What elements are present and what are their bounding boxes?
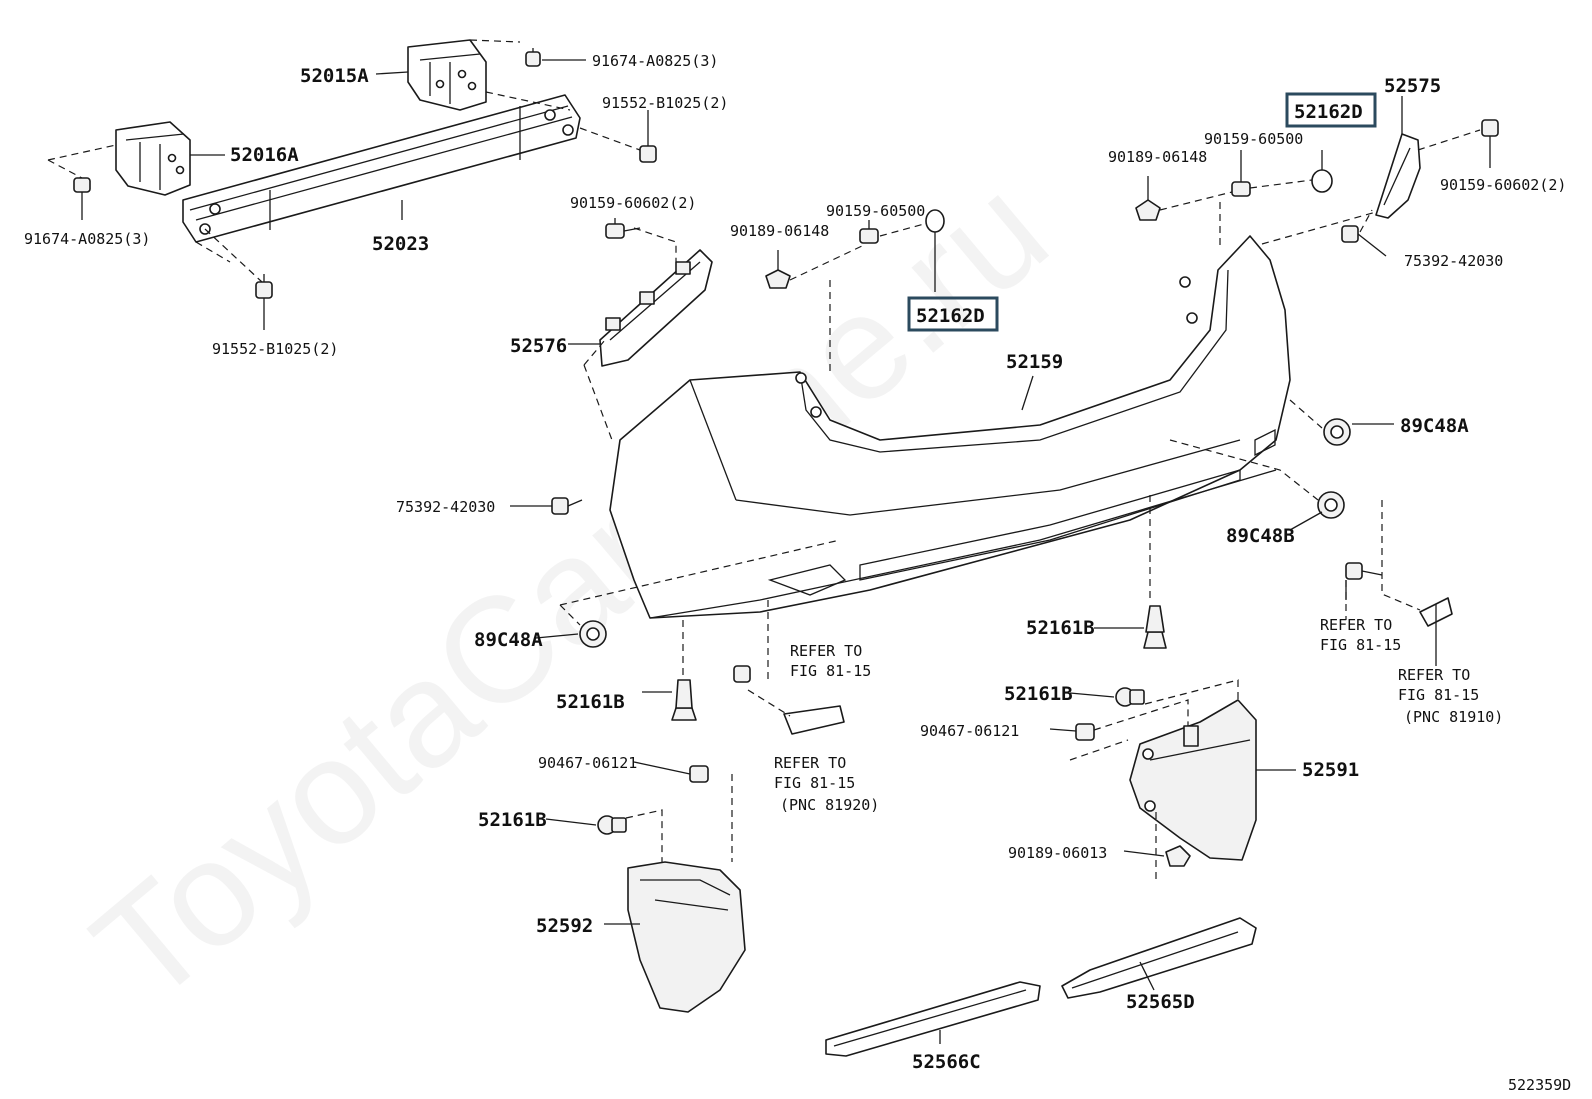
reflector-strip-52565D[interactable] <box>1061 917 1257 999</box>
screw-90159-60500-mid[interactable] <box>859 228 879 244</box>
label-89C48A-left: 89C48A <box>474 629 543 651</box>
label-90159-60602-left: 90159-60602(2) <box>570 194 696 212</box>
label-52015A: 52015A <box>300 65 369 87</box>
screw-90159-60602-left[interactable] <box>605 223 641 239</box>
screw-refer-right[interactable] <box>1345 562 1383 580</box>
bolt-91552-bottom[interactable] <box>255 274 273 299</box>
note-refer-right-a-line2: FIG 81-15 <box>1320 636 1401 654</box>
label-52591: 52591 <box>1302 759 1359 781</box>
label-52161B-left: 52161B <box>556 691 625 713</box>
clip-90189-06013[interactable] <box>1165 845 1191 867</box>
mudguard-52592[interactable] <box>627 861 746 1013</box>
label-52161B-center: 52161B <box>1026 617 1095 639</box>
retainer-52575[interactable] <box>1375 96 1421 219</box>
screw-90159-60500-right[interactable] <box>1231 150 1251 197</box>
note-refer-center-line2: FIG 81-15 <box>790 662 871 680</box>
bracket-52015A[interactable] <box>407 39 487 111</box>
label-52592: 52592 <box>536 915 593 937</box>
clip-52161B-center[interactable] <box>1143 605 1167 649</box>
bolt-91552-top[interactable] <box>639 118 657 163</box>
label-90189-06148-mid: 90189-06148 <box>730 222 829 240</box>
clip-52161B-left[interactable] <box>671 679 697 721</box>
label-90467-left: 90467-06121 <box>538 754 637 772</box>
screw-75392-right[interactable] <box>1341 225 1359 243</box>
clip-52161B-right[interactable] <box>1115 687 1145 707</box>
clip-90189-06148-right[interactable] <box>1135 176 1161 221</box>
note-refer-left-line1: REFER TO <box>774 754 846 772</box>
label-90467-right: 90467-06121 <box>920 722 1019 740</box>
label-91552-bottom: 91552-B1025(2) <box>212 340 338 358</box>
label-90159-60602-right: 90159-60602(2) <box>1440 176 1566 194</box>
bumper-cover-52159[interactable] <box>609 235 1291 619</box>
reflector-strip-52566C[interactable] <box>825 981 1041 1057</box>
label-90159-60500-right: 90159-60500 <box>1204 130 1303 148</box>
highlight-box-52162D-right <box>1285 92 1377 128</box>
screw-90159-60602-right[interactable] <box>1481 119 1499 168</box>
label-52161B-lower: 52161B <box>478 809 547 831</box>
reflector-left[interactable] <box>783 705 845 735</box>
label-52576: 52576 <box>510 335 567 357</box>
label-75392-left: 75392-42030 <box>396 498 495 516</box>
label-90189-06013: 90189-06013 <box>1008 844 1107 862</box>
label-52161B-right: 52161B <box>1004 683 1073 705</box>
label-52016A: 52016A <box>230 144 299 166</box>
bolt-91674-top[interactable] <box>525 48 541 67</box>
figure-id: 522359D <box>1508 1076 1571 1094</box>
nut-89C48A-left[interactable] <box>579 620 607 648</box>
label-75392-right: 75392-42030 <box>1404 252 1503 270</box>
label-52159: 52159 <box>1006 351 1063 373</box>
label-91674-left: 91674-A0825(3) <box>24 230 150 248</box>
nut-89C48B[interactable] <box>1317 491 1345 519</box>
note-refer-right-a-line1: REFER TO <box>1320 616 1392 634</box>
nut-90467-right[interactable] <box>1075 723 1095 741</box>
label-91674-top: 91674-A0825(3) <box>592 52 718 70</box>
bracket-52016A[interactable] <box>115 121 191 196</box>
label-52566C: 52566C <box>912 1051 981 1073</box>
label-89C48A-right: 89C48A <box>1400 415 1469 437</box>
note-refer-right-b-pnc: (PNC 81910) <box>1404 708 1503 726</box>
label-52162D-right: 52162D <box>1294 101 1363 123</box>
label-89C48B: 89C48B <box>1226 525 1295 547</box>
bolt-91674-left[interactable] <box>73 177 91 204</box>
screw-refer-left[interactable] <box>733 665 751 683</box>
clip-90189-06148-mid[interactable] <box>765 269 791 289</box>
label-90189-06148-right: 90189-06148 <box>1108 148 1207 166</box>
label-91552-top: 91552-B1025(2) <box>602 94 728 112</box>
label-52162D-mid: 52162D <box>916 305 985 327</box>
label-52565D: 52565D <box>1126 991 1195 1013</box>
highlight-box-52162D-mid <box>907 296 999 332</box>
mudguard-52591[interactable] <box>1129 699 1257 861</box>
note-refer-right-b-line2: FIG 81-15 <box>1398 686 1479 704</box>
note-refer-left-pnc: (PNC 81920) <box>780 796 879 814</box>
label-52575: 52575 <box>1384 75 1441 97</box>
watermark: ToyotaCarMine.ru <box>63 145 1078 1035</box>
retainer-52576[interactable] <box>599 249 713 367</box>
cap-52162D-mid[interactable] <box>925 209 945 233</box>
nut-90467-left[interactable] <box>689 765 709 783</box>
note-refer-left-line2: FIG 81-15 <box>774 774 855 792</box>
label-52023: 52023 <box>372 233 429 255</box>
label-90159-60500-mid: 90159-60500 <box>826 202 925 220</box>
clip-52161B-lower[interactable] <box>597 815 627 835</box>
cap-52162D-right[interactable] <box>1311 150 1333 193</box>
note-refer-right-b-line1: REFER TO <box>1398 666 1470 684</box>
reinforcement-beam-52023[interactable] <box>182 94 581 243</box>
nut-89C48A-right[interactable] <box>1323 418 1351 446</box>
note-refer-center-line1: REFER TO <box>790 642 862 660</box>
